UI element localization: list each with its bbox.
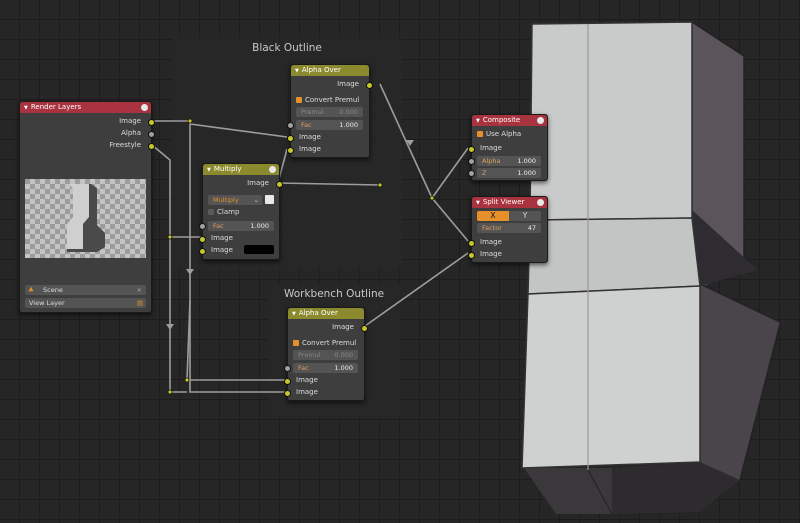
socket-input-2[interactable] [468,252,475,259]
convert-premul-checkbox[interactable]: Convert Premul [293,339,356,347]
output-freestyle: Freestyle [109,141,141,149]
render-preview [25,179,146,258]
color-picker-icon[interactable] [265,195,274,204]
socket-fac[interactable] [284,365,291,372]
node-title: Alpha Over [301,66,341,74]
output-image: Image [332,323,354,331]
scene-icon: ♣ [28,286,34,294]
checkbox-icon [477,131,483,137]
globe-icon [537,117,544,124]
node-header[interactable]: ▼Split Viewer [472,197,547,208]
node-title: Multiply [213,165,242,173]
frame-title: Workbench Outline [283,288,385,300]
clear-icon[interactable]: × [136,286,142,294]
socket-freestyle[interactable] [148,143,155,150]
use-alpha-checkbox[interactable]: Use Alpha [477,130,521,138]
input-image-2: Image [211,246,233,254]
node-title: Composite [482,116,521,124]
output-image: Image [337,80,359,88]
caret-down-icon[interactable]: ▼ [476,118,480,124]
premul-field[interactable]: Premul 0.000 [296,107,363,117]
socket-input-1[interactable] [468,240,475,247]
socket-fac[interactable] [287,122,294,129]
blend-mode-dropdown[interactable]: Multiply ⌄ [208,195,262,205]
caret-down-icon[interactable]: ▼ [24,105,28,111]
socket-alpha[interactable] [468,158,475,165]
input-image: Image [480,144,502,152]
globe-icon [537,199,544,206]
render-layers-node[interactable]: ▼Render Layers Image Alpha Freestyle ♣ S… [19,101,155,313]
reroute-arrow-icon [166,140,414,330]
checkbox-icon [208,209,214,215]
alpha-field[interactable]: Alpha 1.000 [477,156,541,166]
caret-down-icon[interactable]: ▼ [207,167,211,173]
globe-icon [141,104,148,111]
alpha-over-bottom-node[interactable]: ▼Alpha Over Image Convert Premul Premul … [284,307,368,401]
input-image-1: Image [211,234,233,242]
node-header[interactable]: ▼Alpha Over [288,308,364,319]
node-title: Render Layers [30,103,82,111]
socket-output[interactable] [276,181,283,188]
globe-icon [269,166,276,173]
socket-input-1[interactable] [199,236,206,243]
view-layer-icon: ▤ [136,299,143,307]
node-title: Split Viewer [482,198,525,206]
axis-y-button[interactable]: Y [509,211,541,221]
output-image: Image [247,179,269,187]
split-viewer-node[interactable]: ▼Split Viewer X Y Factor 47 Image Image [468,196,548,263]
factor-field[interactable]: Factor 47 [477,223,541,233]
dropdown-icon: ⌄ [253,196,259,204]
socket-output[interactable] [366,82,373,89]
node-header[interactable]: ▼Alpha Over [291,65,369,76]
caret-down-icon[interactable]: ▼ [476,200,480,206]
output-alpha: Alpha [121,129,141,137]
color-swatch[interactable] [244,245,274,254]
premul-field[interactable]: Premul 0.000 [293,350,358,360]
input-image-1: Image [296,376,318,384]
socket-input-1[interactable] [284,378,291,385]
socket-input-1[interactable] [287,135,294,142]
checkbox-icon [293,340,299,346]
input-image-2: Image [296,388,318,396]
socket-alpha[interactable] [148,131,155,138]
socket-input-2[interactable] [199,248,206,255]
clamp-checkbox[interactable]: Clamp [208,208,239,216]
input-image-1: Image [480,238,502,246]
multiply-node[interactable]: ▼Multiply Image Multiply ⌄ Clamp Fac 1.0… [199,163,283,260]
alpha-over-top-node[interactable]: ▼Alpha Over Image Convert Premul Premul … [287,64,373,158]
node-header[interactable]: ▼Render Layers [20,102,151,113]
socket-input-2[interactable] [287,147,294,154]
input-image-2: Image [480,250,502,258]
fac-field[interactable]: Fac 1.000 [296,120,363,130]
convert-premul-checkbox[interactable]: Convert Premul [296,96,359,104]
socket-input-2[interactable] [284,390,291,397]
socket-fac[interactable] [199,223,206,230]
socket-z[interactable] [468,170,475,177]
socket-output[interactable] [361,325,368,332]
checkbox-icon [296,97,302,103]
fac-field[interactable]: Fac 1.000 [293,363,358,373]
socket-input[interactable] [468,146,475,153]
input-image-2: Image [299,145,321,153]
axis-x-button[interactable]: X [477,211,509,221]
frame-title: Black Outline [252,42,322,54]
caret-down-icon[interactable]: ▼ [295,68,299,74]
z-field[interactable]: Z 1.000 [477,168,541,178]
scene-selector[interactable]: ♣ Scene × [25,285,146,295]
composite-node[interactable]: ▼Composite Use Alpha Image Alpha 1.000 Z… [468,114,548,181]
view-layer-selector[interactable]: View Layer ▤ [25,298,146,308]
output-image: Image [119,117,141,125]
caret-down-icon[interactable]: ▼ [292,311,296,317]
socket-image[interactable] [148,119,155,126]
input-image-1: Image [299,133,321,141]
fac-field[interactable]: Fac 1.000 [208,221,274,231]
node-header[interactable]: ▼Composite [472,115,547,126]
node-header[interactable]: ▼Multiply [203,164,279,175]
node-title: Alpha Over [298,309,338,317]
